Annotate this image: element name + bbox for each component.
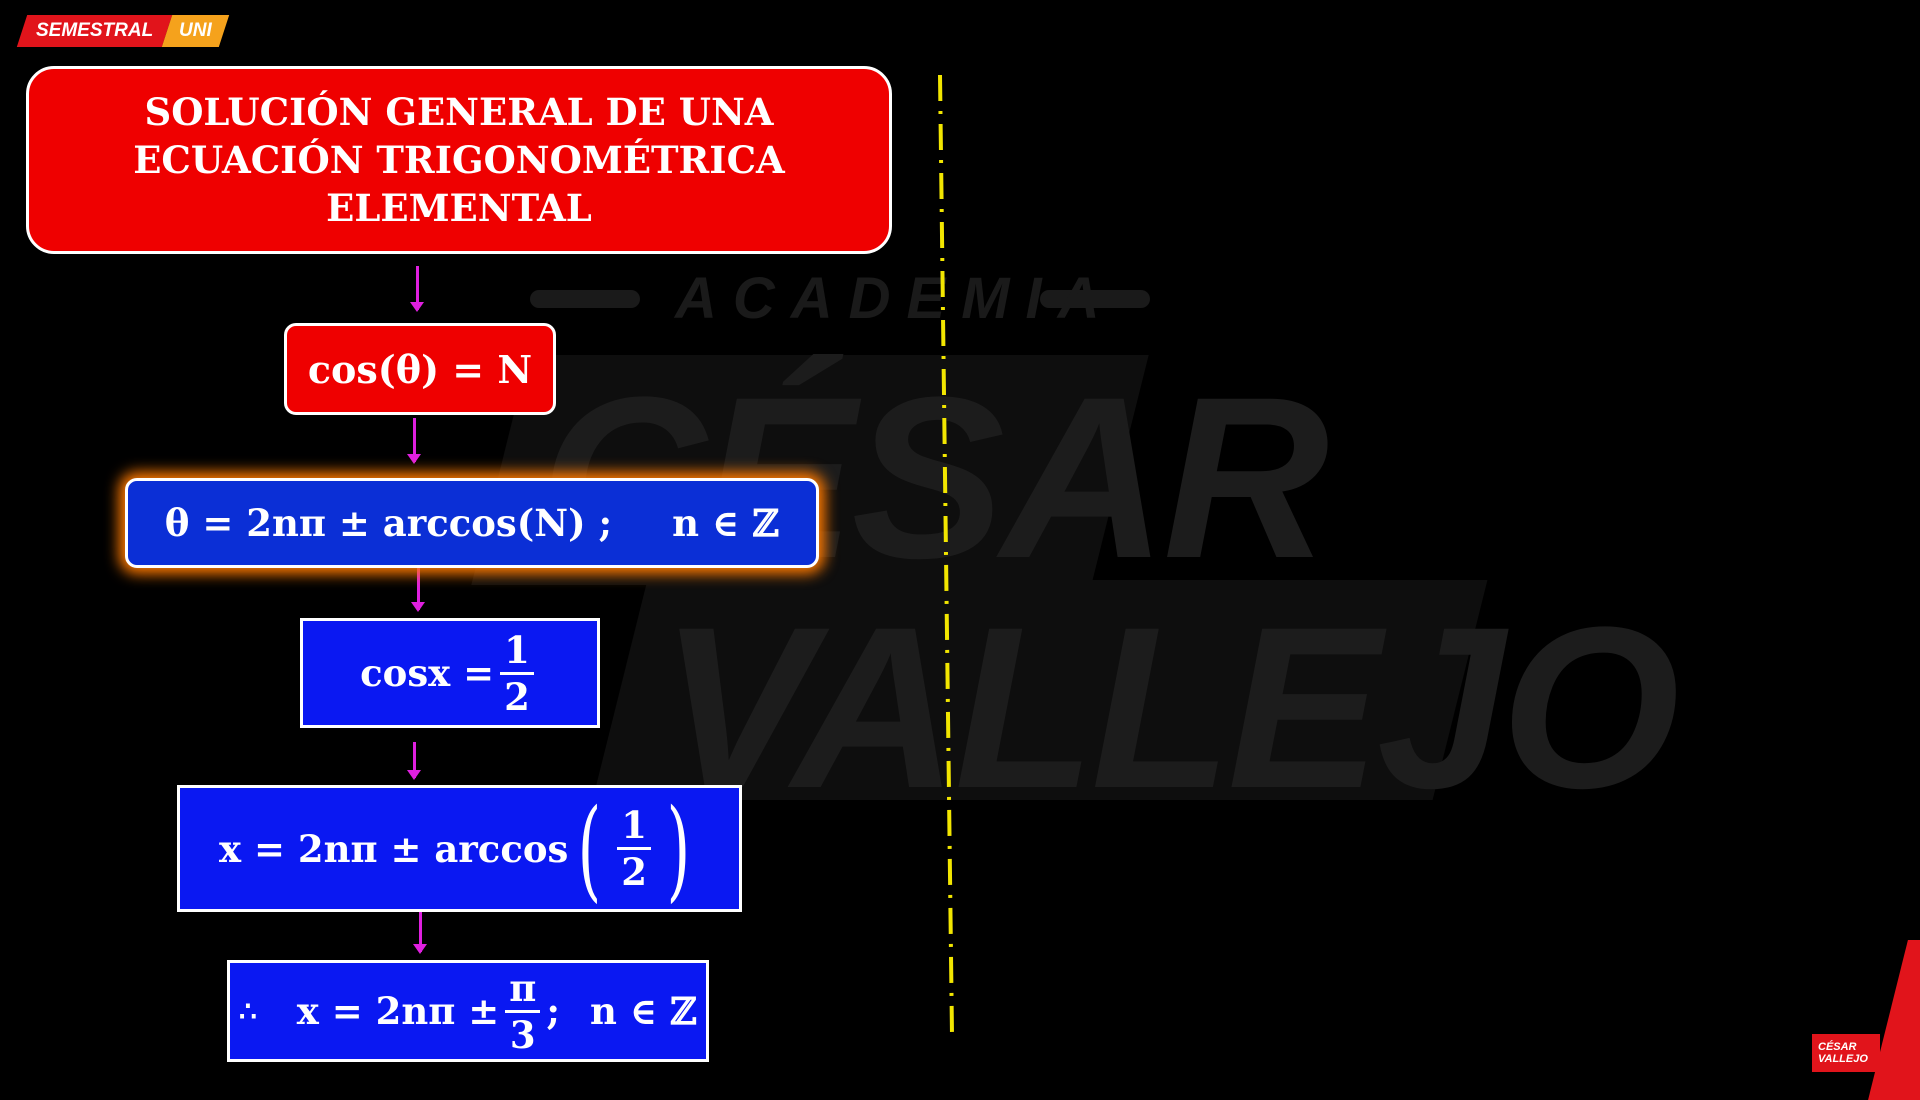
section-title-line2: ECUACIÓN TRIGONOMÉTRICA ELEMENTAL: [133, 138, 785, 230]
fraction-denominator: 2: [621, 850, 648, 894]
watermark-academia: ACADEMIA: [675, 266, 1116, 331]
arrow-title-to-cos: [410, 266, 424, 312]
badge-uni: UNI: [179, 20, 212, 41]
dash-dot-divider: [938, 75, 954, 1035]
fraction-one-half: 1 2: [500, 628, 534, 719]
final-result-domain: n ∈ ℤ: [589, 989, 698, 1033]
fraction-pi-third: π 3: [505, 966, 541, 1057]
watermark-bar-left: [530, 290, 640, 308]
corner-logo: CÉSAR VALLEJO: [1812, 1034, 1880, 1072]
watermark-vallejo: VALLEJO: [660, 579, 1680, 836]
final-result-lhs: x = 2nπ ±: [296, 989, 500, 1033]
equation-cos-theta: cos(θ) = N: [284, 323, 556, 415]
arrow-general-to-cosx: [411, 568, 425, 612]
arrow-cosx-to-x: [407, 742, 421, 780]
arrow-cos-to-general: [407, 418, 421, 464]
badge-semestral: SEMESTRAL: [36, 20, 154, 41]
general-solution-formula: θ = 2nπ ± arccos(N) ;: [164, 501, 613, 545]
fraction-numerator: 1: [500, 628, 534, 675]
corner-logo-line1: CÉSAR: [1818, 1041, 1857, 1053]
corner-logo-line2: VALLEJO: [1818, 1053, 1868, 1065]
final-result-box: ∴ x = 2nπ ± π 3 ; n ∈ ℤ: [227, 960, 709, 1062]
general-solution-box: θ = 2nπ ± arccos(N) ; n ∈ ℤ: [125, 478, 819, 568]
arrow-x-to-result: [413, 912, 427, 954]
fraction-numerator: 1: [617, 803, 652, 850]
right-paren: ): [666, 784, 691, 913]
corner-accent: [1868, 940, 1920, 1100]
course-badge: SEMESTRAL UNI: [16, 15, 230, 47]
example-equation-lhs: cosx =: [360, 651, 495, 695]
section-title-line1: SOLUCIÓN GENERAL DE UNA: [144, 90, 774, 134]
example-equation-box: cosx = 1 2: [300, 618, 600, 728]
fraction-one-half-arg: 1 2: [617, 803, 652, 894]
fraction-denominator: 2: [504, 674, 530, 719]
equation-cos-theta-text: cos(θ) = N: [307, 346, 533, 392]
applied-solution-lhs: x = 2nπ ± arccos: [219, 826, 569, 871]
therefore-symbol: ∴: [238, 994, 257, 1028]
general-solution-domain: n ∈ ℤ: [672, 501, 780, 545]
fraction-numerator: π: [505, 966, 541, 1013]
final-result-separator: ;: [546, 989, 560, 1033]
applied-solution-box: x = 2nπ ± arccos ( 1 2 ): [177, 785, 742, 912]
watermark-bar-right: [1040, 290, 1150, 308]
fraction-denominator: 3: [509, 1012, 536, 1057]
left-paren: (: [578, 784, 602, 913]
section-title-box: SOLUCIÓN GENERAL DE UNA ECUACIÓN TRIGONO…: [26, 66, 892, 254]
